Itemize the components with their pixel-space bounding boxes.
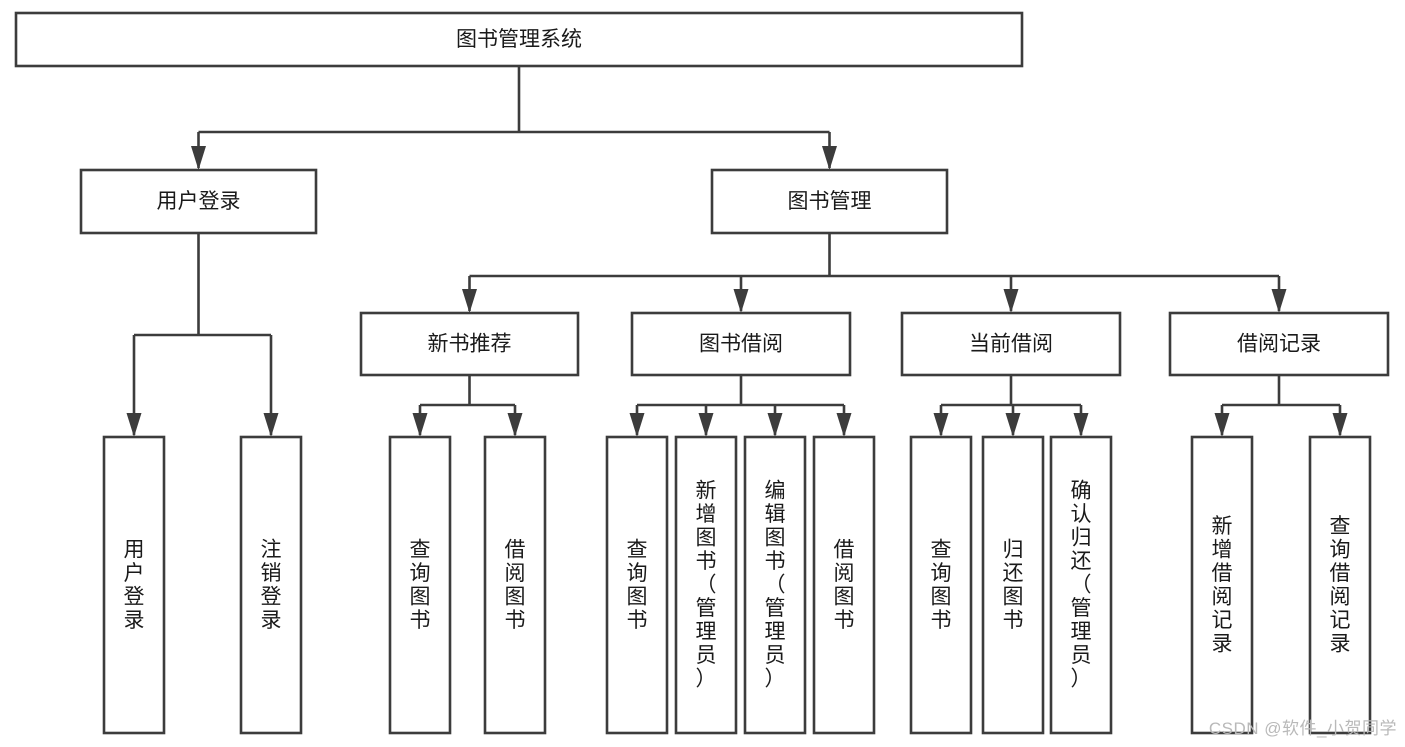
node-current-borrow[interactable] [900, 311, 1122, 377]
node-leaf-user-logout[interactable] [239, 435, 303, 735]
arrow-into-borrow-record [1271, 289, 1287, 313]
node-labels: 图书管理系统用户登录图书管理新书推荐图书借阅当前借阅借阅记录用户登录注销登录查询… [124, 28, 1351, 691]
arrow-into-leaf-edit-book [767, 413, 783, 437]
arrow-into-leaf-query-book-3 [933, 413, 949, 437]
label-leaf-edit-book: 编辑图书（管理员） [765, 480, 786, 691]
arrow-into-current-borrow [1003, 289, 1019, 313]
arrow-into-new-book-rec [462, 289, 477, 313]
node-leaf-borrow-book-1[interactable] [483, 435, 547, 735]
label-user-login: 用户登录 [157, 190, 241, 213]
node-boxes [14, 11, 1390, 735]
node-leaf-query-book-1[interactable] [388, 435, 452, 735]
arrow-into-leaf-borrow-book-1 [507, 413, 523, 437]
label-leaf-borrow-book-1: 借阅图书 [505, 538, 526, 632]
arrow-into-book-manage [822, 146, 837, 170]
label-borrow-record: 借阅记录 [1237, 333, 1321, 356]
node-leaf-user-login[interactable] [102, 435, 166, 735]
node-leaf-borrow-book-2[interactable] [812, 435, 876, 735]
label-leaf-user-login: 用户登录 [124, 538, 145, 632]
arrow-into-book-borrow [733, 289, 749, 313]
node-leaf-confirm-return[interactable] [1049, 435, 1113, 735]
arrow-into-user-login [191, 146, 206, 170]
arrow-into-leaf-query-book-1 [412, 413, 428, 437]
arrow-into-leaf-confirm-return [1073, 413, 1089, 437]
node-leaf-edit-book[interactable] [743, 435, 807, 735]
node-book-manage[interactable] [710, 168, 949, 235]
label-root-system: 图书管理系统 [456, 28, 582, 51]
label-new-book-rec: 新书推荐 [428, 333, 512, 356]
arrow-into-leaf-add-book [698, 413, 714, 437]
node-leaf-query-record[interactable] [1308, 435, 1372, 735]
node-leaf-add-book[interactable] [674, 435, 738, 735]
label-leaf-query-book-2: 查询图书 [627, 538, 648, 632]
label-leaf-user-logout: 注销登录 [261, 538, 282, 632]
node-leaf-query-book-2[interactable] [605, 435, 669, 735]
label-leaf-borrow-book-2: 借阅图书 [834, 538, 855, 632]
label-leaf-confirm-return: 确认归还（管理员） [1071, 480, 1092, 691]
label-leaf-query-book-3: 查询图书 [931, 538, 952, 632]
node-new-book-rec[interactable] [359, 311, 580, 377]
arrow-into-leaf-query-book-2 [629, 413, 645, 437]
arrow-into-leaf-user-logout [263, 413, 279, 437]
label-leaf-query-book-1: 查询图书 [410, 538, 431, 632]
node-user-login[interactable] [79, 168, 318, 235]
label-book-borrow: 图书借阅 [699, 333, 783, 356]
label-book-manage: 图书管理 [788, 190, 872, 213]
label-leaf-add-record: 新增借阅记录 [1212, 515, 1233, 656]
label-leaf-query-record: 查询借阅记录 [1330, 515, 1351, 656]
arrow-into-leaf-add-record [1214, 413, 1230, 437]
arrow-into-leaf-user-login [126, 413, 142, 437]
label-leaf-return-book: 归还图书 [1003, 538, 1024, 632]
label-current-borrow: 当前借阅 [969, 333, 1053, 356]
node-borrow-record[interactable] [1168, 311, 1390, 377]
connector-lines [126, 66, 1348, 437]
arrow-into-leaf-query-record [1332, 413, 1348, 437]
label-leaf-add-book: 新增图书（管理员） [696, 480, 717, 691]
node-leaf-query-book-3[interactable] [909, 435, 973, 735]
node-leaf-add-record[interactable] [1190, 435, 1254, 735]
node-root-system[interactable] [14, 11, 1024, 68]
node-book-borrow[interactable] [630, 311, 852, 377]
arrow-into-leaf-borrow-book-2 [836, 413, 852, 437]
arrow-into-leaf-return-book [1005, 413, 1021, 437]
node-leaf-return-book[interactable] [981, 435, 1045, 735]
